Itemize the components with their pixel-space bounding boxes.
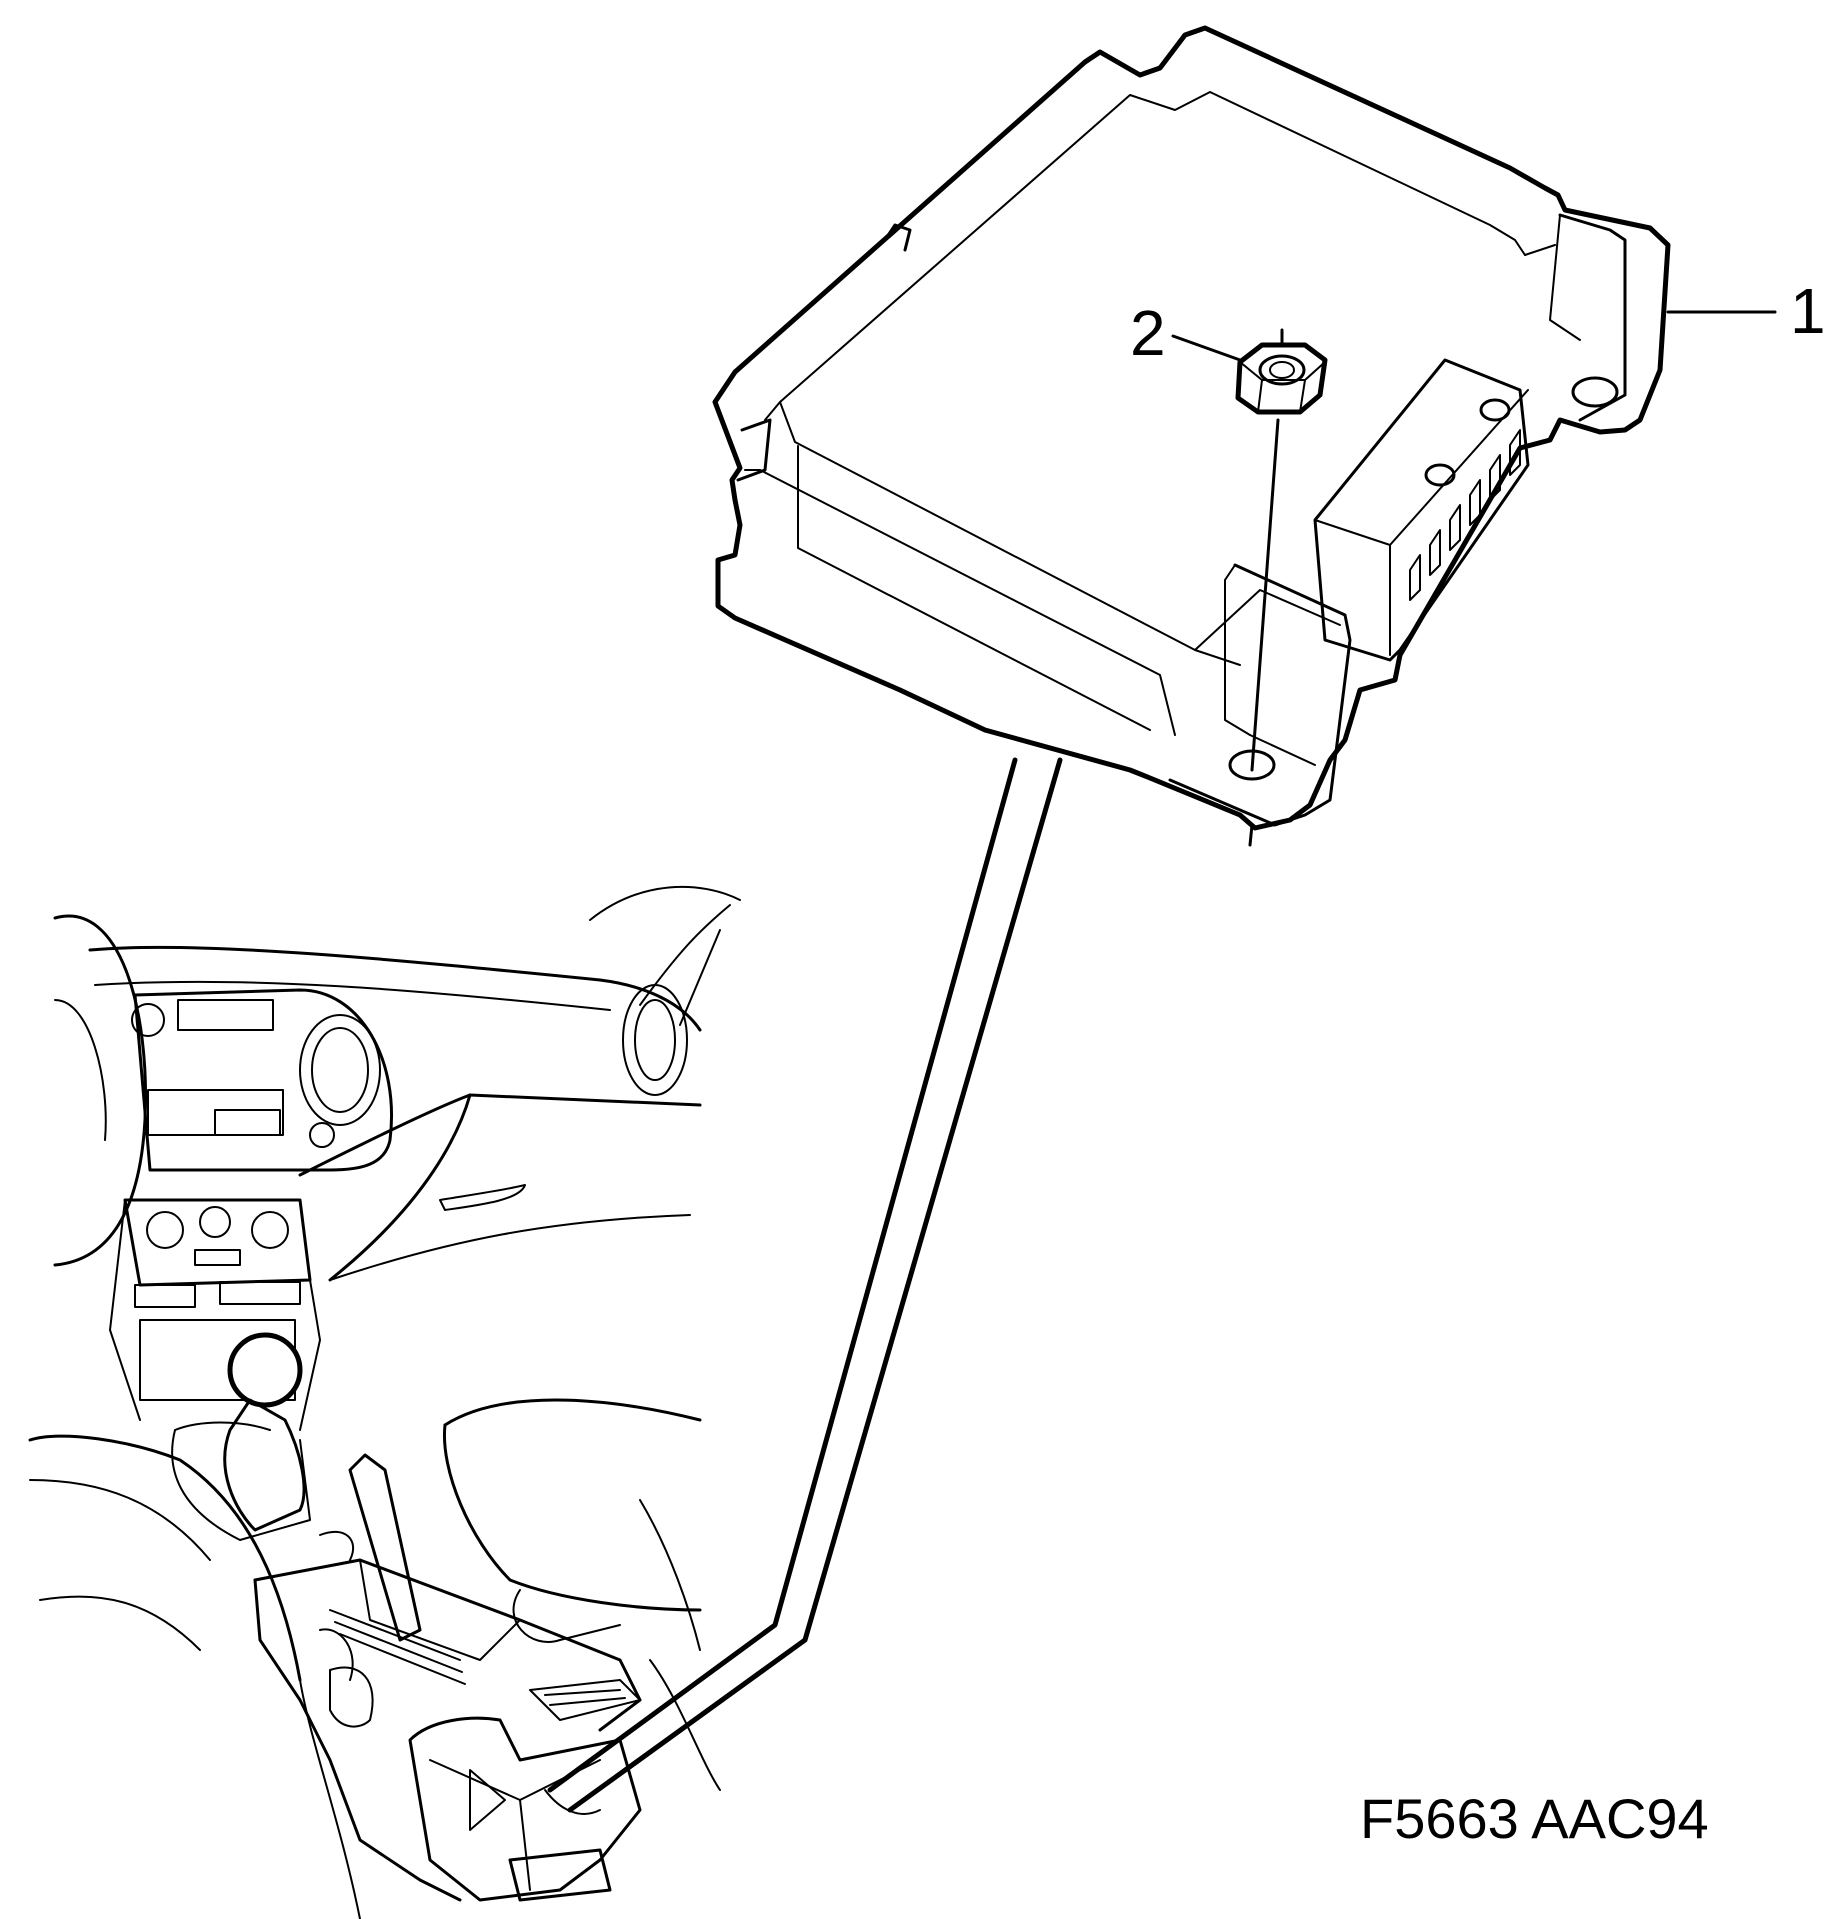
control-unit: [712, 25, 1671, 831]
location-pointer: [547, 757, 1018, 1793]
callout-1-label: 1: [1790, 275, 1826, 347]
car-interior-view: [28, 885, 741, 1919]
callout-2-label: 2: [1130, 297, 1166, 369]
figure-code: F5663 AAC94: [1360, 1787, 1709, 1850]
bolt-axis-line: [1248, 328, 1284, 847]
nut: [1235, 342, 1328, 415]
callout-2-leader: [1171, 334, 1242, 362]
